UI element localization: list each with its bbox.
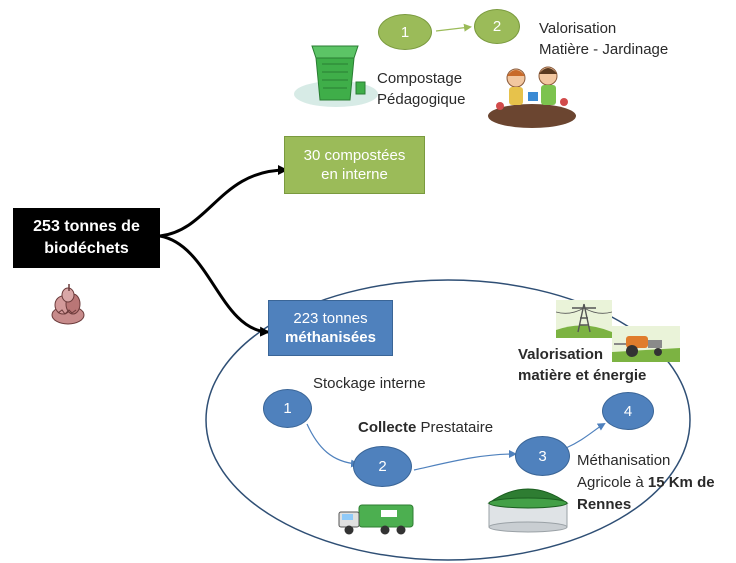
- arrow-to-methan: [159, 234, 270, 337]
- source-line1: 253 tonnes de: [33, 218, 140, 235]
- methan-step-2: 2: [353, 446, 412, 487]
- meth-label-line3: Rennes: [577, 496, 632, 513]
- arrow-step2-step3: [413, 450, 517, 471]
- source-line2: biodéchets: [44, 240, 129, 257]
- arrow-to-compost: [159, 165, 288, 238]
- meth-label-line1: Méthanisation: [577, 452, 671, 469]
- compost-label-1-line1: Compostage: [377, 70, 463, 87]
- compost-bin-icon: [292, 38, 380, 108]
- methan-box-line1: 223 tonnes: [293, 310, 368, 327]
- methanisation-ellipse: [205, 279, 691, 561]
- compost-step-1: 1: [378, 14, 432, 50]
- compost-box-line1: 30 compostées: [303, 147, 406, 164]
- arrow-step3-step4: [565, 422, 606, 449]
- garbage-truck-icon: [337, 502, 415, 536]
- collecte-label-bold: Collecte: [358, 419, 417, 436]
- biowaste-pile-icon: [50, 283, 86, 325]
- meth-label-line2b: 15 Km de: [647, 474, 715, 491]
- stockage-label: Stockage interne: [313, 375, 426, 392]
- tractor-field-icon: [612, 326, 680, 362]
- biogas-digester-icon: [485, 483, 571, 533]
- compost-label-2-line2: Matière - Jardinage: [539, 41, 669, 58]
- methan-box-line2: méthanisées: [285, 329, 376, 346]
- collecte-label-rest: Prestataire: [416, 419, 494, 436]
- valo-label-line2: matière et énergie: [518, 367, 647, 384]
- arrow-step1-step2: [306, 423, 359, 468]
- source-box: 253 tonnes de biodéchets: [13, 208, 160, 268]
- methan-step-1: 1: [263, 389, 312, 428]
- children-gardening-icon: [486, 62, 578, 128]
- collecte-label: Collecte Prestataire: [358, 418, 493, 438]
- arrow-compost-1-2: [435, 23, 472, 32]
- power-line-icon: [555, 300, 613, 338]
- meth-label-line2: Agricole à 15 Km de: [577, 473, 715, 493]
- compost-label-2-line1: Valorisation: [539, 20, 617, 37]
- methan-step-3: 3: [515, 436, 570, 476]
- compost-box: 30 compostées en interne: [284, 136, 425, 194]
- compost-label-1-line2: Pédagogique: [377, 91, 466, 108]
- meth-label-line2a: Agricole à: [577, 474, 648, 491]
- methan-box: 223 tonnes méthanisées: [268, 300, 393, 356]
- compost-box-line2: en interne: [321, 166, 388, 183]
- valo-label-line1: Valorisation: [518, 346, 604, 363]
- methan-step-4: 4: [602, 392, 654, 430]
- compost-step-2: 2: [474, 9, 520, 44]
